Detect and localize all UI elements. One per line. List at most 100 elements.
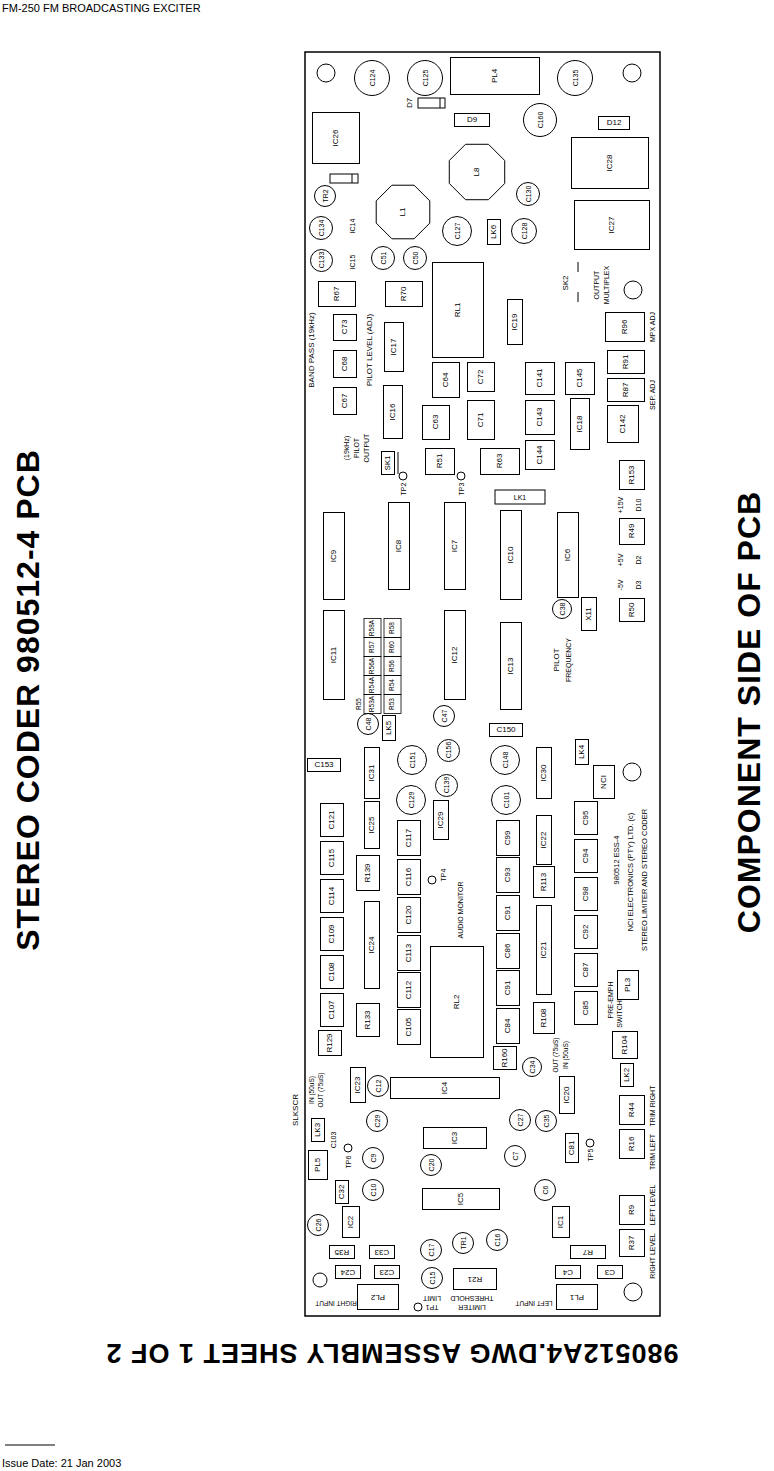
part-label: C113 <box>405 944 413 963</box>
part-label: LK4 <box>578 745 586 759</box>
silkscreen-label: PILOT <box>353 438 360 458</box>
capacitor-outline: C128 <box>511 218 537 244</box>
part-label: C127 <box>454 223 461 240</box>
component-outline: IC29 <box>433 800 449 840</box>
component-outline: C64 <box>432 362 460 398</box>
component-outline: IC31 <box>364 747 380 799</box>
component-outline: R44 <box>619 1095 645 1125</box>
silkscreen-label: IN (50uS) <box>309 1076 316 1104</box>
drawing-title: STEREO CODER 980512-4 PCB <box>12 449 44 951</box>
component-outline: IC8 <box>388 502 410 590</box>
component-outline: R91 <box>607 350 645 374</box>
component-outline: R50 <box>619 598 645 622</box>
part-label: C156 <box>445 742 452 759</box>
component-outline: R9 <box>619 1195 645 1225</box>
capacitor-outline: C124 <box>354 60 390 96</box>
part-label: C153 <box>314 761 333 769</box>
silkscreen-label: PILOT LEVEL (ADJ) <box>366 314 374 386</box>
component-outline: PL3 <box>617 970 639 1000</box>
component-outline: SK1 <box>381 451 395 475</box>
silkscreen-label: R58A <box>369 620 376 636</box>
component-outline: RL2 <box>430 946 484 1058</box>
part-label: C130 <box>525 186 532 203</box>
silkscreen-label: D2 <box>635 556 642 565</box>
part-label: D12 <box>607 119 622 127</box>
silkscreen-label: Issue Date: 21 Jan 2003 <box>2 1458 121 1469</box>
component-outline: R21 <box>453 1268 497 1290</box>
component-outline: R49 <box>619 518 645 545</box>
part-label: IC4 <box>441 1082 449 1094</box>
part-label: IC8 <box>395 540 403 552</box>
silkscreen-label: MPX ADJ <box>649 312 656 342</box>
part-label: C4 <box>563 1268 573 1276</box>
silkscreen-label: R53 <box>389 698 396 710</box>
component-outline: RL1 <box>432 262 484 358</box>
component-outline: C107 <box>320 993 344 1027</box>
silkscreen-label: TP2 <box>400 483 407 496</box>
part-label: C63 <box>432 415 440 430</box>
component-outline: IC19 <box>507 299 523 345</box>
part-label: C3 <box>605 1268 615 1276</box>
part-label: IC16 <box>389 404 397 421</box>
component-outline: PL4 <box>450 57 540 95</box>
part-label: R37 <box>628 1236 636 1251</box>
component-outline: C72 <box>467 362 495 392</box>
silkscreen-label: THRESHOLD <box>450 1295 493 1302</box>
component-outline: C153 <box>307 758 341 772</box>
part-label: IC31 <box>368 765 376 782</box>
silkscreen-label: LIMITER <box>458 1304 486 1311</box>
silkscreen-label: SEP. ADJ <box>649 380 656 410</box>
resistor-cell <box>384 695 401 714</box>
component-outline: PL1 <box>556 1284 598 1310</box>
silkscreen-label: D10 <box>635 499 642 512</box>
part-label: RL2 <box>453 995 461 1010</box>
component-outline: IC6 <box>557 512 579 598</box>
component-outline: IC2 <box>342 1206 360 1238</box>
part-label: C120 <box>405 905 413 924</box>
part-label: R16 <box>628 1137 636 1152</box>
part-label: R139 <box>364 863 372 882</box>
silkscreen-label: LK1 <box>514 494 526 501</box>
capacitor-outline: C129 <box>396 785 426 815</box>
part-label: IC25 <box>368 817 376 834</box>
capacitor-outline: C27 <box>509 1109 531 1131</box>
component-outline: IC20 <box>559 1076 575 1114</box>
capacitor-outline: C38 <box>552 599 572 619</box>
silkscreen-label: FM-250 FM BROADCASTING EXCITER <box>2 3 201 14</box>
component-outline: PL2 <box>357 1284 399 1310</box>
silkscreen-label: IC14 <box>349 219 356 234</box>
part-label: R87 <box>622 383 630 398</box>
part-label: IC19 <box>511 314 519 331</box>
mounting-hole <box>623 763 641 781</box>
component-outline: IC3 <box>423 1127 487 1149</box>
component-outline: IC7 <box>444 502 466 590</box>
part-label: PL2 <box>371 1293 385 1301</box>
part-label: C115 <box>328 849 336 868</box>
part-label: D9 <box>467 116 477 124</box>
silkscreen-label: IC15 <box>349 255 356 270</box>
part-label: C108 <box>328 962 336 981</box>
component-outline: C142 <box>607 405 639 443</box>
part-label: L8 <box>473 168 481 177</box>
component-outline: IC4 <box>390 1077 500 1099</box>
part-label: C125 <box>422 70 429 87</box>
component-outline: C121 <box>320 803 344 837</box>
capacitor-outline: C48 <box>357 713 379 735</box>
silkscreen-label: R53A <box>369 696 376 712</box>
silkscreen-label: R57 <box>369 641 376 653</box>
silkscreen-label: +15V <box>617 497 624 514</box>
silkscreen-label: TP4 <box>440 869 447 882</box>
part-label: C87 <box>582 963 590 978</box>
part-label: C114 <box>328 887 336 906</box>
part-label: R9 <box>628 1205 636 1215</box>
part-label: C64 <box>442 373 450 388</box>
drawing-title: 980512A4.DWG ASSEMBLY SHEET 1 OF 2 <box>105 1339 678 1366</box>
test-point <box>399 472 407 480</box>
component-outline: C144 <box>525 440 555 470</box>
component-outline: R7 <box>570 1245 606 1259</box>
part-label: R35 <box>335 1248 350 1256</box>
part-label: C93 <box>504 868 512 883</box>
silkscreen-label: PILOT <box>553 648 561 671</box>
silkscreen-label: -5V <box>617 580 624 591</box>
capacitor-outline: C16 <box>486 1229 508 1251</box>
